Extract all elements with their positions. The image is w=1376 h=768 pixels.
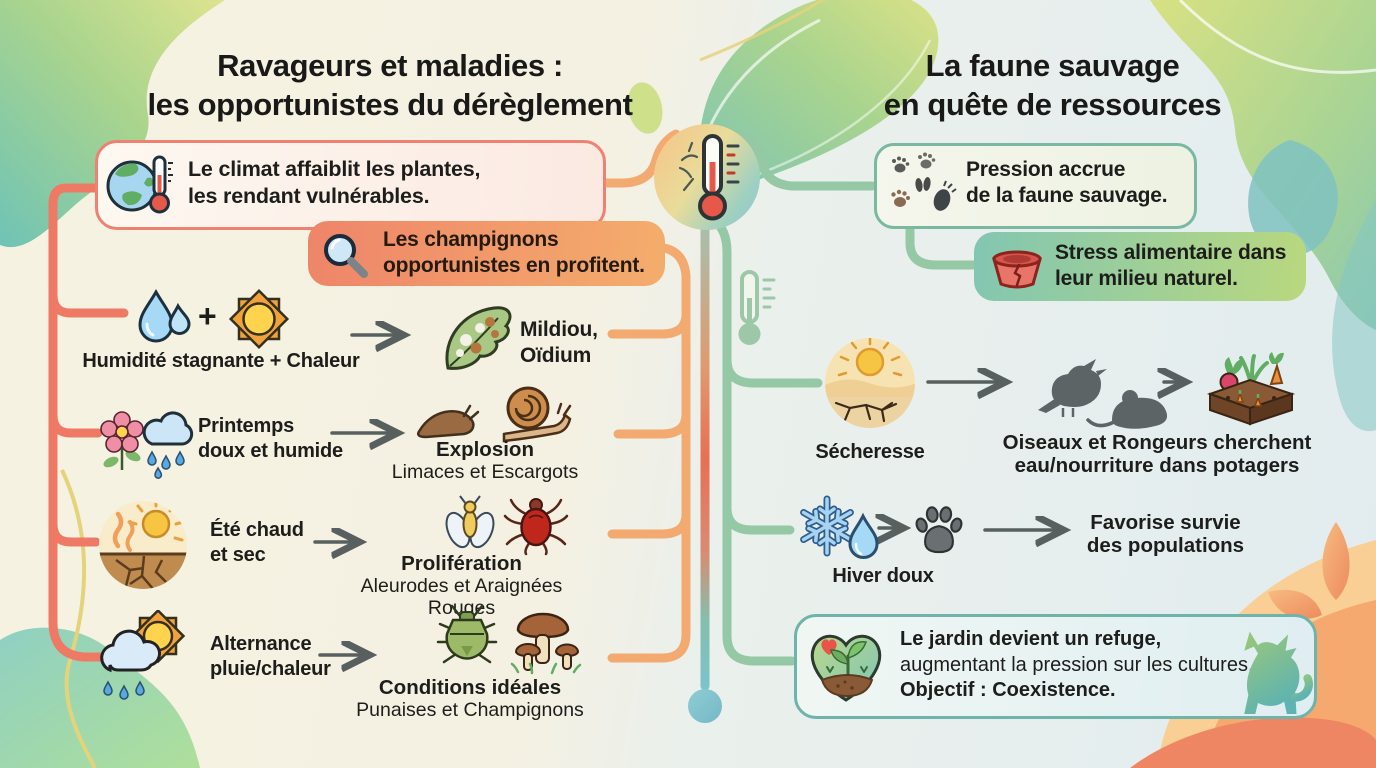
bird-mouse-icons (1038, 359, 1168, 429)
row2-cause-line1: Printemps (198, 415, 295, 437)
yellow-curve-top (699, 0, 826, 62)
row4-cause-line1: Alternance (210, 633, 312, 655)
left-title-line1: Ravageurs et maladies : (217, 48, 563, 83)
thermometer-icon (678, 134, 740, 221)
drought-cause-text: Sécheresse (815, 441, 925, 463)
callout-stress-line2: leur milieu naturel. (1055, 267, 1238, 290)
row4-effect-sub: Punaises et Champignons (356, 699, 584, 721)
drought-cause-label: Sécheresse (792, 440, 948, 465)
callout-stress-text: Stress alimentaire dans leur milieu natu… (1055, 240, 1286, 292)
row2-effect-text: Explosion Limaces et Escargots (390, 438, 580, 483)
callout-garden-line1: Le jardin devient un refuge, (900, 628, 1162, 650)
shield-bug-mushrooms-icons (436, 604, 582, 675)
row2-cause-label: Printemps doux et humide (198, 414, 343, 464)
row3-effect-text: Prolifération Aleurodes et Araignées Rou… (334, 552, 589, 619)
callout-climate-line2: les rendant vulnérables. (188, 184, 430, 208)
winter-effect-text: Favorise survie des populations (1068, 511, 1263, 557)
row3-cause-line1: Été chaud (210, 519, 304, 541)
winter-cause-label: Hiver doux (813, 564, 953, 589)
leaf-decor-vein (741, 39, 932, 182)
callout-climate (95, 140, 606, 230)
paw-icon (915, 506, 963, 554)
callout-garden-text: Le jardin devient un refuge, augmentant … (900, 627, 1254, 704)
row1-effect-line2: Oïdium (520, 344, 592, 367)
callout-fungi-line2: opportunistes en profitent. (383, 254, 645, 277)
garden-bed-icon (1206, 352, 1296, 426)
dog-icon (1244, 631, 1313, 714)
winter-effect-line1: Favorise survie (1090, 511, 1241, 534)
hot-dry-soil-sun-icon (99, 501, 187, 589)
row3-cause-line2: et sec (210, 544, 266, 566)
callout-garden (794, 614, 1317, 719)
slug-snail-icons (417, 386, 572, 443)
heart-nature-icon (810, 634, 882, 702)
globe-thermometer-icon (106, 155, 173, 214)
row2-effect-title: Explosion (436, 438, 534, 461)
row4-cause-line2: pluie/chaleur (210, 658, 331, 680)
callout-climate-line1: Le climat affaiblit les plantes, (188, 157, 481, 181)
left-title: Ravageurs et maladies : les opportuniste… (70, 46, 710, 124)
spine-end-dot (688, 689, 722, 723)
row2-cause-line2: doux et humide (198, 440, 343, 462)
row1-effect-line1: Mildiou, (520, 318, 598, 341)
orange-leaf-2 (1268, 589, 1322, 619)
callout-pressure-line1: Pression accrue (966, 158, 1126, 181)
water-drops-icon (138, 288, 191, 343)
right-title-line2: en quête de ressources (883, 87, 1222, 122)
row1-effect-text: Mildiou, Oïdium (520, 317, 598, 369)
callout-fungi-text: Les champignons opportunistes en profite… (383, 227, 645, 279)
callout-fungi-line1: Les champignons (383, 228, 559, 251)
whitefly-spider-mite-icons (445, 495, 569, 556)
wave-bottom-right-red (1130, 717, 1376, 768)
blob-top-right-teal (1248, 140, 1338, 256)
callout-garden-line2: augmentant la pression sur les cultures. (900, 653, 1254, 676)
callout-stress-line1: Stress alimentaire dans (1055, 241, 1287, 264)
row3-effect-title: Prolifération (401, 552, 522, 575)
winter-cause-text: Hiver doux (832, 565, 934, 587)
row3-effect-sub: Aleurodes et Araignées Rouges (360, 575, 563, 619)
connector-red-left (48, 183, 129, 662)
snowflake-droplet-icons (800, 495, 879, 559)
left-title-line2: les opportunistes du dérèglement (147, 87, 633, 122)
blob-bottom-left (0, 627, 200, 768)
row4-cause-label: Alternance pluie/chaleur (210, 632, 331, 682)
right-title-line1: La faune sauvage (925, 48, 1180, 83)
white-arc-top-right (1178, 0, 1376, 74)
flower-rain-cloud-icon (100, 411, 194, 479)
plus-sign: + (198, 298, 217, 334)
diseased-leaf-icon (445, 306, 512, 370)
sun-icon (228, 288, 290, 350)
cracked-pet-bowl-icon (992, 250, 1042, 289)
row1-cause-line1: Humidité stagnante + Chaleur (82, 350, 360, 372)
blob-top-left (0, 0, 225, 248)
blob-right-edge (1332, 200, 1376, 432)
callout-garden-line3: Objectif : Coexistence. (900, 679, 1116, 701)
row2-effect-sub: Limaces et Escargots (391, 461, 579, 483)
arrows (313, 335, 1182, 655)
drought-sun-icon (825, 338, 915, 428)
drought-effect-line1: Oiseaux et Rongeurs cherchent (1002, 431, 1312, 454)
row1-cause-label: Humidité stagnante + Chaleur (56, 349, 386, 374)
paw-prints-icon (891, 152, 957, 211)
row4-effect-title: Conditions idéales (378, 676, 562, 699)
row4-effect-text: Conditions idéales Punaises et Champigno… (345, 676, 595, 721)
right-title: La faune sauvage en quête de ressources (810, 46, 1295, 124)
yellow-curve-bottom-left (60, 469, 97, 768)
drought-effect-text: Oiseaux et Rongeurs cherchent eau/nourri… (1002, 431, 1312, 477)
sun-rain-cloud-icon (100, 610, 186, 700)
orange-leaf-1 (1322, 522, 1350, 600)
drought-effect-line2: eau/nourriture dans potagers (1014, 454, 1300, 477)
winter-effect-line2: des populations (1086, 534, 1245, 557)
callout-pressure-text: Pression accrue de la faune sauvage. (966, 157, 1168, 209)
row3-cause-label: Été chaud et sec (210, 518, 304, 568)
connector-orange (593, 129, 691, 663)
magnifier-icon (324, 234, 368, 278)
callout-climate-text: Le climat affaiblit les plantes, les ren… (188, 156, 481, 210)
green-thermometer-icon (738, 270, 776, 345)
blob-small-center (627, 82, 663, 134)
callout-pressure-line2: de la faune sauvage. (966, 184, 1168, 207)
